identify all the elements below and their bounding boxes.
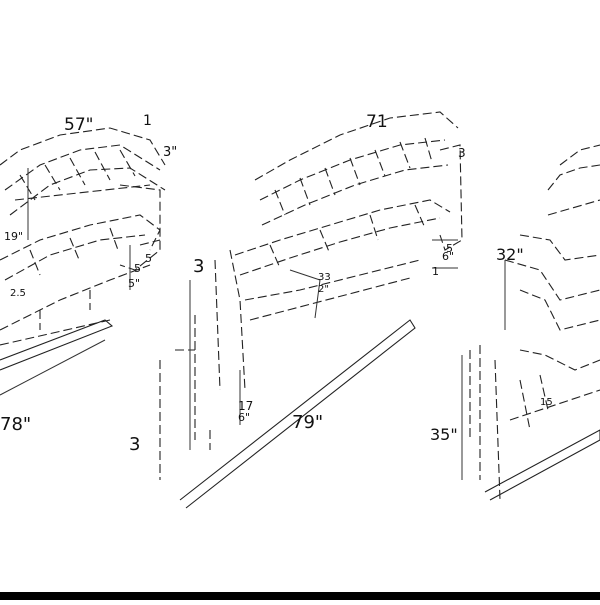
- right-label-depth: 32": [496, 245, 524, 264]
- left-label-cushion: 2.5: [10, 288, 26, 299]
- center-label-right-a: 5: [446, 242, 453, 255]
- center-sofa-view: 71 3 3 33 2" 5 6" 1 17 6" 79" 3: [129, 111, 466, 509]
- left-sofa-view: 57" 1 3" 19" 5 5 5" 2.5 78": [0, 113, 177, 435]
- right-base-rail: [484, 429, 600, 501]
- right-front-legs: [469, 345, 501, 501]
- center-label-foot: 3: [129, 434, 140, 455]
- center-right-arm: [439, 144, 463, 251]
- left-leg: [39, 290, 91, 330]
- center-legs: [159, 315, 211, 480]
- center-label-right-c: 1: [432, 265, 439, 278]
- left-label-arm-c: 5": [128, 277, 140, 290]
- left-seat-cushions: [4, 227, 146, 281]
- center-front-rail: [179, 319, 416, 509]
- center-label-arm-height: 17: [238, 399, 253, 413]
- center-base: [244, 259, 421, 321]
- center-left-arm: [214, 249, 246, 391]
- center-label-bottom-length: 79": [292, 412, 323, 433]
- left-label-seat-height: 19": [4, 230, 23, 243]
- center-label-inner-b: 2": [318, 284, 329, 295]
- left-label-right-edge: 3": [163, 145, 177, 160]
- left-label-top-width: 57": [64, 115, 93, 135]
- left-arm: [119, 184, 161, 271]
- center-dim-right: [432, 239, 458, 269]
- center-seat: [234, 199, 451, 276]
- right-back-curve: [547, 164, 600, 216]
- right-profile: [504, 234, 600, 301]
- center-label-left-height: 3: [193, 256, 204, 277]
- center-label-top-width: 71: [366, 112, 388, 132]
- right-back-top: [559, 144, 600, 166]
- right-inner: [509, 374, 600, 431]
- right-label-height: 35": [430, 425, 458, 444]
- center-seat-cushions: [269, 204, 426, 269]
- right-label-seat-a: 15: [540, 397, 553, 408]
- left-label-bottom-length: 78": [0, 414, 31, 435]
- center-label-inner-a: 33: [318, 272, 331, 283]
- left-tufting: [14, 149, 151, 201]
- left-label-top-small: 1: [143, 113, 152, 129]
- bottom-edge-bar: [0, 592, 600, 600]
- left-label-arm-b: 5: [134, 262, 141, 275]
- center-tufting: [274, 137, 433, 216]
- center-label-right-top: 3: [458, 146, 466, 160]
- right-sofa-view: 32" 15 35": [430, 144, 600, 501]
- left-front-rail: [0, 319, 114, 371]
- left-dim-length: [0, 339, 106, 396]
- left-back-top: [0, 127, 166, 166]
- center-dim-inner: [289, 269, 321, 319]
- center-back-row-1: [259, 139, 446, 201]
- center-label-arm-sub: 6": [238, 411, 250, 424]
- left-base: [0, 264, 151, 346]
- center-back-top: [254, 111, 459, 181]
- left-back-cushions-2: [9, 167, 166, 216]
- left-seat-front: [0, 214, 161, 261]
- center-label-right-b: 6": [442, 250, 454, 263]
- center-back-row-2: [261, 164, 449, 226]
- right-seat: [519, 289, 600, 371]
- left-label-arm-a: 5: [145, 252, 152, 265]
